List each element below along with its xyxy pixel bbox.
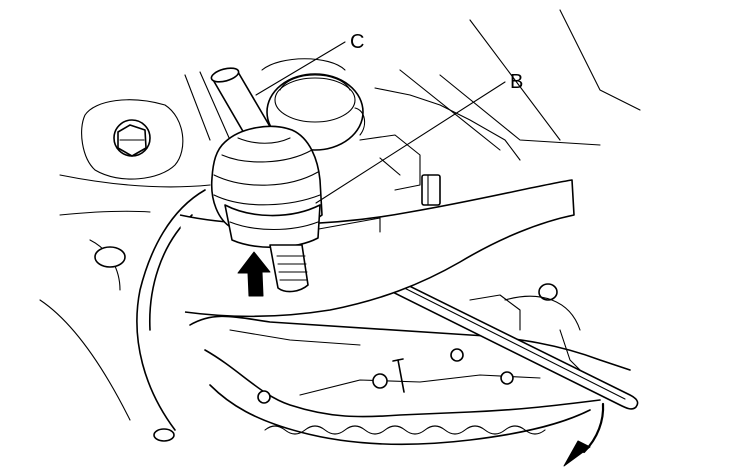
callout-leaders [255, 41, 506, 204]
callout-label-c: C [350, 31, 364, 53]
oil-pan [189, 294, 631, 446]
pan-bolt-icon [257, 348, 514, 404]
mount-boss [94, 246, 126, 268]
bolt-icon [113, 119, 151, 157]
mount-boss [538, 283, 558, 301]
driveshaft [210, 67, 323, 293]
callout-label-b: B [510, 71, 523, 93]
mount-boss [153, 428, 175, 442]
pry-down-arrow-icon [563, 402, 605, 467]
transmission-housing [39, 9, 641, 442]
push-up-arrow-icon [237, 251, 271, 297]
